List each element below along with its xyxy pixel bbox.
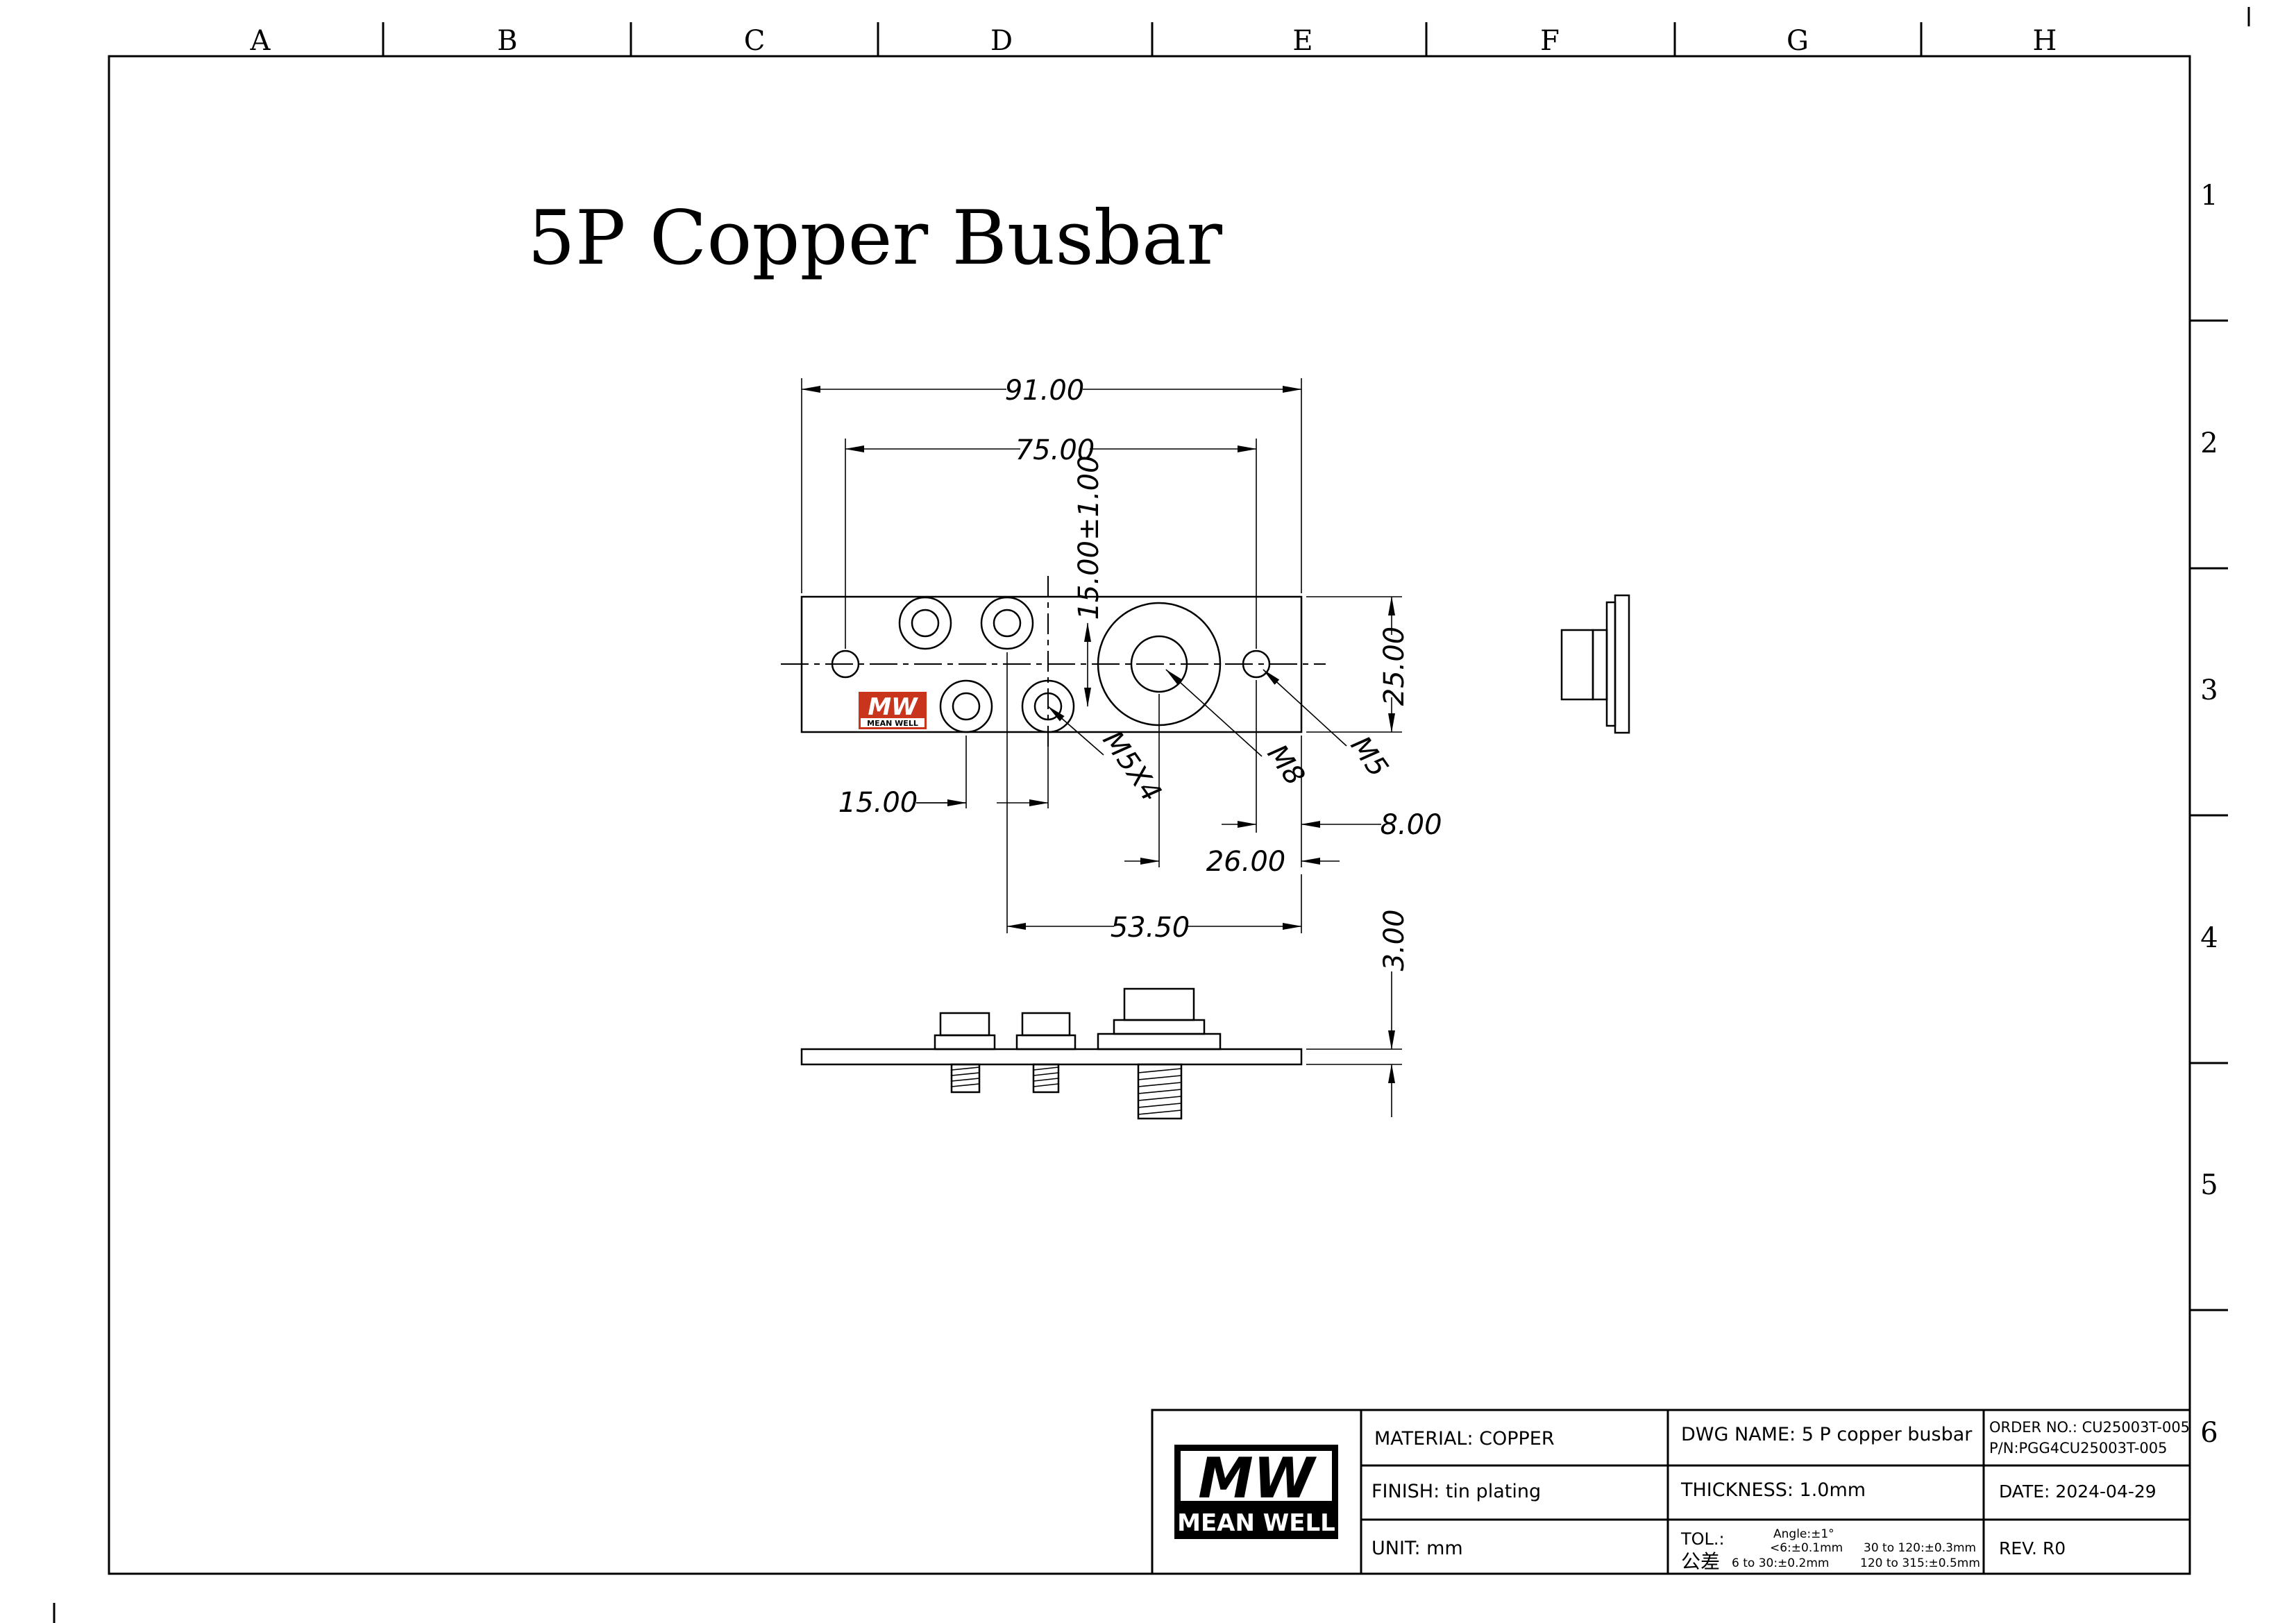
dim-stud-pitch: 15.00 (838, 787, 918, 819)
row-labels: 1 2 3 4 5 6 (2200, 180, 2218, 1449)
logo-name: MEAN WELL (1177, 1509, 1335, 1537)
column-label: E (1292, 25, 1312, 57)
tol-range-2: 6 to 30:±0.2mm (1732, 1556, 1829, 1570)
material: MATERIAL: COPPER (1374, 1428, 1555, 1450)
callout-m8: M8 (1261, 739, 1311, 792)
drawing-title: 5P Copper Busbar (527, 195, 1222, 282)
mounting-hole (1242, 649, 1271, 679)
dim-stud-to-edge: 53.50 (1111, 912, 1190, 944)
dim-thickness: 3.00 (1378, 909, 1410, 971)
logo-strip (861, 718, 925, 727)
unit: UNIT: mm (1371, 1538, 1463, 1559)
tol-range-1: <6:±0.1mm (1770, 1541, 1843, 1555)
tol-label: TOL.: (1680, 1529, 1725, 1549)
top-view (781, 576, 1326, 749)
column-label: B (497, 25, 517, 57)
title-block-logo: MW MEAN WELL (1174, 1445, 1338, 1539)
stud-washer (939, 679, 993, 733)
row-label: 4 (2200, 922, 2218, 954)
side-view (1560, 594, 1630, 734)
drawing-frame (53, 7, 2250, 1623)
row-label: 6 (2200, 1417, 2218, 1449)
dimension-lines (801, 378, 1402, 933)
tol-cn: 公差 (1681, 1550, 1720, 1573)
column-label: F (1540, 25, 1560, 57)
dim-m8-to-m5: 26.00 (1206, 846, 1286, 878)
logo-name: MEAN WELL (867, 719, 918, 728)
logo-mark: MW (868, 693, 918, 721)
tol-angle: Angle:±1° (1773, 1527, 1834, 1541)
title-block (1151, 1409, 2191, 1575)
order-no: ORDER NO.: CU25003T-005 (1989, 1419, 2190, 1436)
mounting-hole (831, 649, 860, 679)
dim-overall-length: 91.00 (1005, 375, 1085, 407)
dim-height: 25.00 (1378, 627, 1410, 706)
callout-m5x4: M5X4 (1096, 725, 1167, 808)
stud-washer (980, 596, 1034, 650)
stud (952, 692, 981, 721)
column-label: G (1787, 25, 1809, 57)
logo-inner (1181, 1451, 1332, 1501)
row-label: 1 (2200, 180, 2218, 212)
stud-washer (1021, 679, 1075, 733)
busbar-plate (800, 1048, 1303, 1066)
stud (911, 609, 940, 638)
tol-range-3: 30 to 120:±0.3mm (1864, 1541, 1976, 1555)
column-label: C (744, 25, 766, 57)
row-label: 3 (2200, 674, 2218, 706)
dim-m5-to-edge: 8.00 (1380, 809, 1442, 841)
thickness: THICKNESS: 1.0mm (1680, 1479, 1866, 1501)
stud-washer (898, 596, 952, 650)
column-label: D (990, 25, 1013, 57)
dwg-name: DWG NAME: 5 P copper busbar (1681, 1424, 1973, 1445)
tol-range-4: 120 to 315:±0.5mm (1860, 1556, 1980, 1570)
column-label: A (250, 25, 271, 57)
front-view (800, 987, 1402, 1120)
callout-m5: M5 (1344, 731, 1394, 783)
busbar-logo: MW MEAN WELL (859, 692, 927, 729)
thread-hatching (951, 1067, 1182, 1115)
title-block-texts: MATERIAL: COPPER FINISH: tin plating UNI… (1371, 1419, 2190, 1573)
date: DATE: 2024-04-29 (1999, 1481, 2156, 1502)
logo-mark: MW (1198, 1446, 1317, 1511)
column-labels: A B C D E F G H (250, 25, 2057, 57)
dim-row-offset: 15.00±1.00 (1073, 455, 1105, 620)
row-label: 2 (2200, 427, 2218, 459)
finish: FINISH: tin plating (1371, 1481, 1541, 1502)
dim-hole-spacing: 75.00 (1015, 434, 1095, 466)
revision: REV. R0 (1999, 1538, 2066, 1558)
part-number: P/N:PGG4CU25003T-005 (1989, 1440, 2168, 1456)
column-label: H (2033, 25, 2057, 57)
m8-stud (1130, 635, 1188, 693)
row-label: 5 (2200, 1169, 2218, 1201)
dimension-texts: 91.00 75.00 15.00±1.00 25.00 15.00 26.00… (838, 375, 1442, 971)
stud (993, 609, 1022, 638)
